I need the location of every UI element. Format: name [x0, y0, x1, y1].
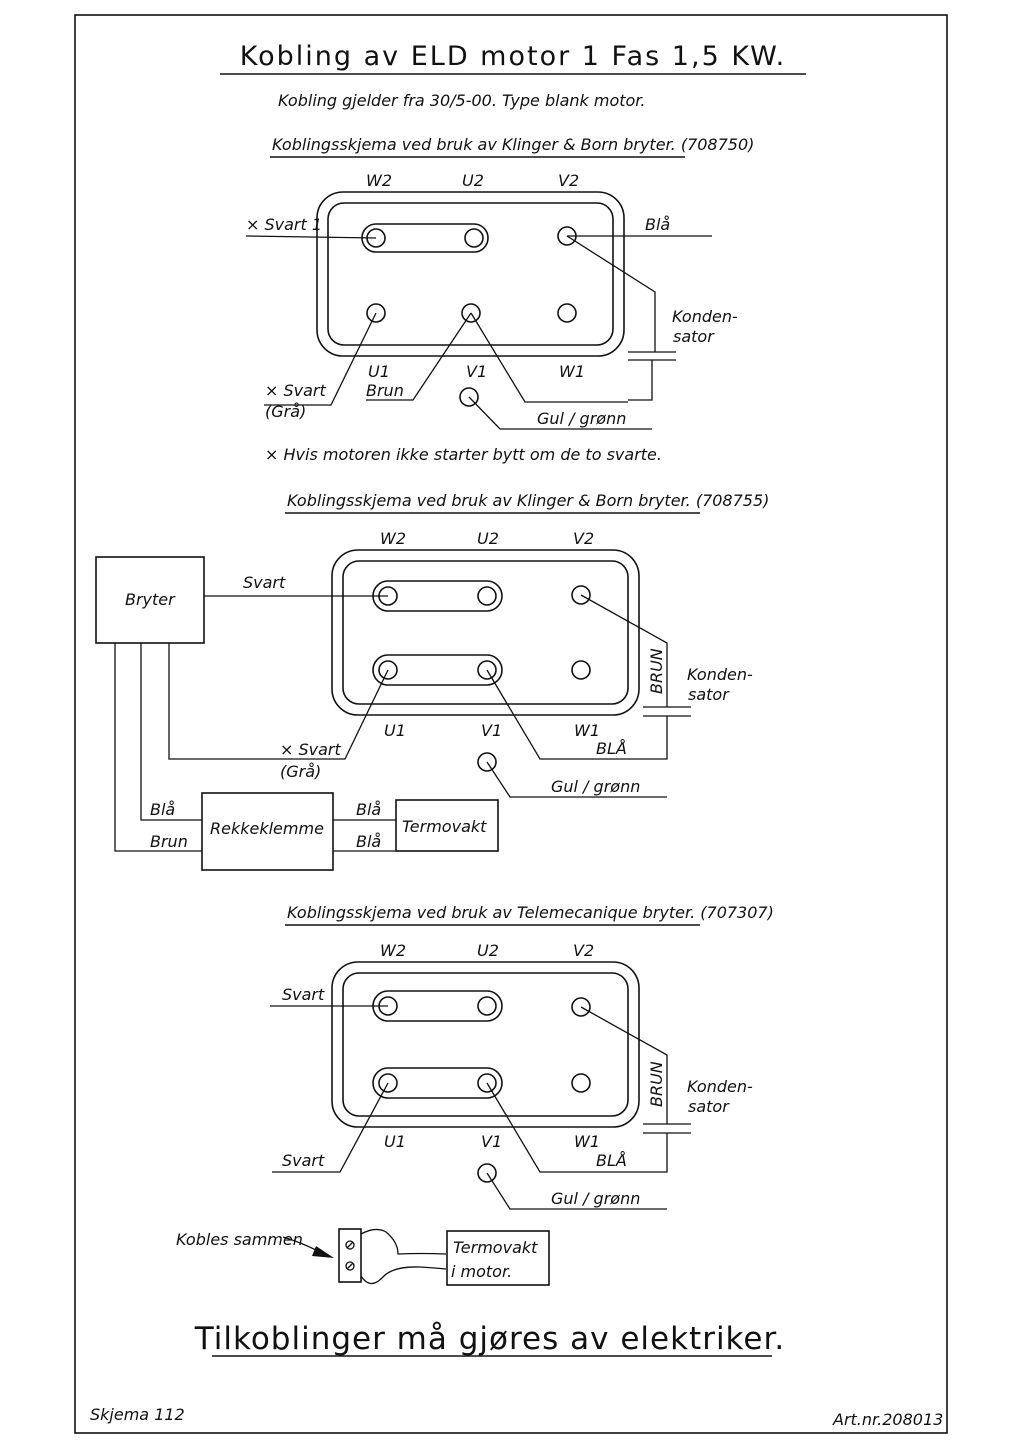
- svg-text:U2: U2: [462, 171, 484, 190]
- electrician-warning: Tilkoblinger må gjøres av elektriker.: [194, 1321, 785, 1357]
- svg-text:Svart: Svart: [282, 1151, 325, 1170]
- terminal-earth: [477, 1163, 497, 1183]
- svg-text:sator: sator: [688, 685, 730, 704]
- terminal-earth: [477, 752, 497, 772]
- svg-text:Termovakt: Termovakt: [453, 1238, 538, 1257]
- svg-text:Brun: Brun: [366, 381, 404, 400]
- svg-text:W1: W1: [574, 1132, 600, 1151]
- svg-text:Termovakt: Termovakt: [402, 817, 487, 836]
- svg-text:V1: V1: [481, 721, 502, 740]
- svg-text:V2: V2: [573, 529, 594, 548]
- svg-text:BRUN: BRUN: [647, 1061, 666, 1107]
- terminal-w1: [571, 660, 591, 680]
- svg-text:Rekkeklemme: Rekkeklemme: [210, 819, 324, 838]
- svg-text:Konden-: Konden-: [687, 665, 753, 684]
- terminal-v1: [461, 303, 481, 323]
- terminal-w1: [557, 303, 577, 323]
- terminal-v2: [571, 585, 591, 605]
- page-frame: [74, 14, 948, 1434]
- svg-text:× Svart: × Svart: [265, 381, 327, 400]
- terminal-v1: [477, 1073, 497, 1093]
- switch-box: [95, 556, 205, 644]
- diagram-1-note: × Hvis motoren ikke starter bytt om de t…: [265, 445, 662, 464]
- terminal-board-inner: [327, 202, 614, 346]
- page-title: Kobling av ELD motor 1 Fas 1,5 KW.: [240, 41, 787, 72]
- svg-text:sator: sator: [673, 327, 715, 346]
- svg-text:Gul / grønn: Gul / grønn: [551, 777, 640, 796]
- svg-text:V1: V1: [481, 1132, 502, 1151]
- svg-text:Blå: Blå: [356, 832, 381, 851]
- svg-text:i motor.: i motor.: [451, 1262, 512, 1281]
- terminal-u1: [378, 1073, 398, 1093]
- diagram-3-heading: Koblingsskjema ved bruk av Telemecanique…: [287, 903, 774, 922]
- svg-text:Brun: Brun: [150, 832, 188, 851]
- svg-text:W1: W1: [574, 721, 600, 740]
- svg-text:Blå: Blå: [356, 800, 381, 819]
- svg-text:BLÅ: BLÅ: [596, 1151, 627, 1170]
- svg-text:U1: U1: [368, 362, 390, 381]
- svg-text:Kobles sammen: Kobles sammen: [176, 1230, 303, 1249]
- svg-text:W2: W2: [366, 171, 392, 190]
- svg-text:Blå: Blå: [645, 215, 670, 234]
- svg-text:× Svart 1: × Svart 1: [246, 215, 322, 234]
- svg-text:W2: W2: [380, 529, 406, 548]
- schema-number: Skjema 112: [90, 1405, 185, 1424]
- terminal-u2: [477, 996, 497, 1016]
- svg-text:Blå: Blå: [150, 800, 175, 819]
- svg-text:sator: sator: [688, 1097, 730, 1116]
- svg-text:Konden-: Konden-: [687, 1077, 753, 1096]
- svg-text:Bryter: Bryter: [125, 590, 176, 609]
- svg-text:BRUN: BRUN: [647, 648, 666, 694]
- diagram-1-heading: Koblingsskjema ved bruk av Klinger & Bor…: [272, 135, 754, 154]
- terminal-w1: [571, 1073, 591, 1093]
- terminal-board-outer: [331, 549, 640, 716]
- svg-text:V2: V2: [558, 171, 579, 190]
- svg-text:Svart: Svart: [243, 573, 286, 592]
- terminal-board-inner: [342, 972, 629, 1117]
- thermostat-box: [395, 799, 499, 852]
- arrow-head: [312, 1246, 334, 1258]
- svg-text:× Svart: × Svart: [280, 740, 342, 759]
- diagram-2: Koblingsskjema ved bruk av Klinger & Bor…: [95, 491, 769, 871]
- svg-text:U2: U2: [477, 529, 499, 548]
- svg-text:Gul / grønn: Gul / grønn: [537, 409, 626, 428]
- terminal-v1: [477, 660, 497, 680]
- terminal-board-inner: [342, 560, 629, 705]
- svg-text:U2: U2: [477, 941, 499, 960]
- svg-text:U1: U1: [384, 721, 406, 740]
- svg-text:W1: W1: [559, 362, 585, 381]
- svg-text:W2: W2: [380, 941, 406, 960]
- terminal-strip-box: [201, 792, 334, 871]
- svg-text:Gul / grønn: Gul / grønn: [551, 1189, 640, 1208]
- diagram-1: Koblingsskjema ved bruk av Klinger & Bor…: [245, 135, 754, 464]
- article-number: Art.nr.208013: [832, 1410, 943, 1429]
- terminal-board-outer: [316, 191, 625, 357]
- terminal-u2: [477, 586, 497, 606]
- subtitle: Kobling gjelder fra 30/5-00. Type blank …: [278, 91, 646, 110]
- terminal-u1: [366, 303, 386, 323]
- diagram-2-heading: Koblingsskjema ved bruk av Klinger & Bor…: [287, 491, 769, 510]
- svg-text:V2: V2: [573, 941, 594, 960]
- svg-text:V1: V1: [466, 362, 487, 381]
- svg-text:(Grå): (Grå): [265, 402, 306, 421]
- svg-text:U1: U1: [384, 1132, 406, 1151]
- thermostat-box: [446, 1230, 550, 1286]
- terminal-earth: [459, 387, 479, 407]
- diagram-3: Koblingsskjema ved bruk av Telemecanique…: [176, 903, 774, 1286]
- connector-block: [338, 1228, 362, 1283]
- svg-text:(Grå): (Grå): [280, 762, 321, 781]
- svg-text:BLÅ: BLÅ: [596, 739, 627, 758]
- terminal-v2: [571, 997, 591, 1017]
- svg-text:Konden-: Konden-: [672, 307, 738, 326]
- terminal-u2: [464, 228, 484, 248]
- svg-text:Svart: Svart: [282, 985, 325, 1004]
- terminal-board-outer: [331, 961, 640, 1128]
- terminal-u1: [378, 660, 398, 680]
